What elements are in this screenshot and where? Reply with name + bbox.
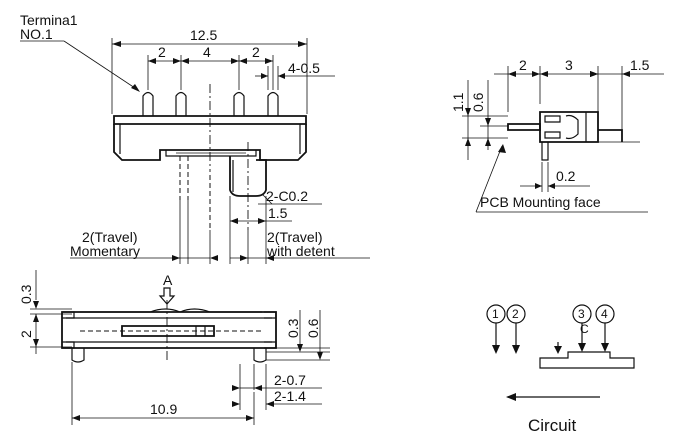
pcb-mounting-face-label: PCB Mounting face bbox=[480, 194, 601, 210]
side-dim-a: 2 bbox=[519, 57, 527, 73]
travel-momentary-1: 2(Travel) bbox=[82, 229, 138, 245]
dim-actuator: 1.5 bbox=[268, 205, 288, 221]
front-dim-b1: 2-0.7 bbox=[274, 372, 306, 388]
front-view: A 0.3 2 bbox=[18, 270, 330, 425]
circuit-diagram: 1 2 3 4 C Circuit bbox=[486, 304, 635, 435]
travel-momentary-2: Momentary bbox=[70, 243, 140, 259]
view-marker-a: A bbox=[163, 272, 173, 288]
side-dim-e: 0.6 bbox=[470, 92, 486, 112]
side-dim-f: 0.2 bbox=[556, 168, 576, 184]
pin-2-label: 2 bbox=[512, 307, 519, 321]
side-dim-c: 1.5 bbox=[630, 57, 650, 73]
side-view: 2 3 1.5 1.1 0.6 0.2 bbox=[450, 57, 664, 213]
dim-overall-width: 12.5 bbox=[190, 27, 217, 43]
travel-detent-1: 2(Travel) bbox=[267, 229, 323, 245]
terminal-label-2: NO.1 bbox=[20, 26, 53, 42]
front-dim-width: 10.9 bbox=[150, 401, 177, 417]
front-dim-r1: 0.3 bbox=[285, 318, 301, 338]
dim-chamfer: 2-C0.2 bbox=[266, 188, 308, 204]
side-dim-d: 1.1 bbox=[450, 92, 466, 112]
terminal-label-1: Termina1 bbox=[20, 12, 78, 28]
dim-pitch-left: 2 bbox=[158, 44, 166, 60]
front-dim-r2: 0.6 bbox=[305, 318, 321, 338]
front-dim-b2: 2-1.4 bbox=[274, 388, 306, 404]
top-view: Termina1 NO.1 12.5 2 4 2 4-0.5 bbox=[20, 12, 370, 264]
circuit-caption: Circuit bbox=[528, 416, 576, 435]
travel-detent-2: with detent bbox=[266, 243, 335, 259]
pin-4-label: 4 bbox=[601, 307, 608, 321]
pin-3-label: 3 bbox=[578, 307, 585, 321]
front-dim-top: 0.3 bbox=[18, 284, 34, 304]
pin-1-label: 1 bbox=[492, 307, 499, 321]
contact-label: C bbox=[580, 322, 589, 336]
side-dim-b: 3 bbox=[565, 57, 573, 73]
front-dim-height: 2 bbox=[18, 330, 34, 338]
dim-pin-width: 4-0.5 bbox=[288, 60, 320, 76]
dim-pitch-mid: 4 bbox=[203, 44, 211, 60]
dim-pitch-right: 2 bbox=[252, 44, 260, 60]
